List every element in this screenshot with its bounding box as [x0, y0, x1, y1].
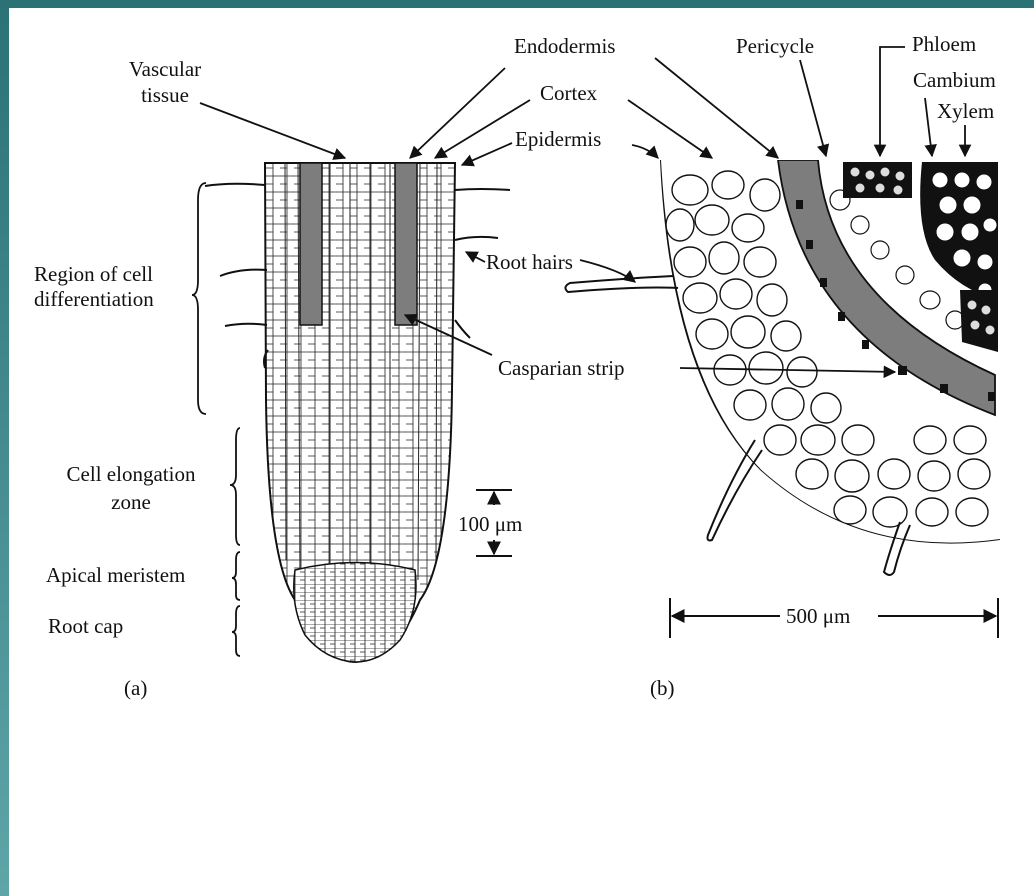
vascular-strand-right	[395, 163, 417, 325]
label-apical-meristem: Apical meristem	[46, 563, 185, 587]
label-scale-100: 100 μm	[458, 512, 522, 536]
label-root-cap: Root cap	[48, 614, 123, 638]
label-endodermis: Endodermis	[514, 34, 615, 58]
label-elongation-line2: zone	[36, 490, 226, 514]
label-elongation-line1: Cell elongation	[36, 462, 226, 486]
panel-a-caption: (a)	[124, 676, 147, 700]
root-longitudinal-section	[205, 163, 510, 662]
vascular-strand-left	[300, 163, 322, 325]
label-root-hairs: Root hairs	[486, 250, 573, 274]
phloem-patch-lower	[960, 290, 998, 352]
label-cambium: Cambium	[913, 68, 996, 92]
label-region-line1: Region of cell	[34, 262, 153, 286]
label-scale-500: 500 μm	[784, 604, 852, 628]
label-xylem: Xylem	[937, 99, 994, 123]
label-pericycle: Pericycle	[736, 34, 814, 58]
label-phloem: Phloem	[912, 32, 976, 56]
zone-braces	[192, 183, 240, 656]
label-cortex: Cortex	[540, 81, 597, 105]
root-cap	[294, 563, 416, 663]
label-region-line2: differentiation	[34, 287, 154, 311]
root-cross-section	[650, 150, 1010, 550]
label-epidermis: Epidermis	[515, 127, 601, 151]
label-vascular-tissue-line2: tissue	[105, 83, 225, 107]
label-casparian-strip: Casparian strip	[498, 356, 625, 380]
label-vascular-tissue-line1: Vascular	[105, 57, 225, 81]
panel-b-caption: (b)	[650, 676, 675, 700]
